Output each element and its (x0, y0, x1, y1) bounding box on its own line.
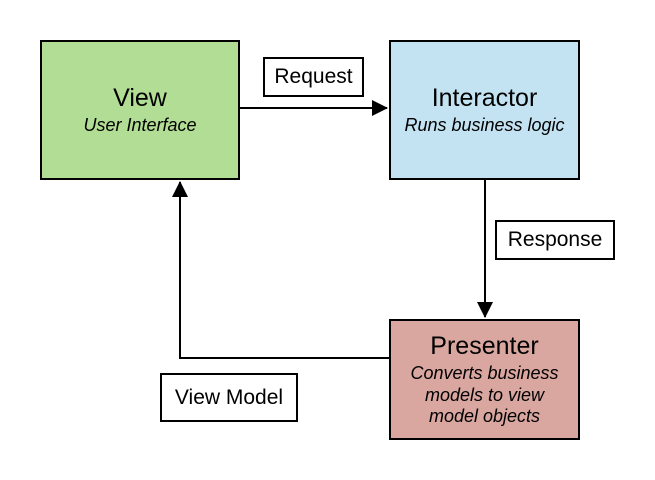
presenter-node-subtitle: Converts business models to view model o… (410, 363, 559, 427)
request-edge-label: Request (263, 57, 364, 97)
view-node: View User Interface (40, 40, 240, 180)
view-model-edge-label: View Model (160, 373, 298, 422)
interactor-node: Interactor Runs business logic (389, 40, 580, 180)
interactor-node-subtitle: Runs business logic (404, 115, 565, 136)
presenter-node: Presenter Converts business models to vi… (389, 319, 580, 440)
presenter-node-title: Presenter (430, 332, 539, 361)
view-node-subtitle: User Interface (83, 115, 197, 136)
interactor-node-title: Interactor (431, 84, 538, 113)
view-model-arrow (172, 181, 389, 359)
view-node-title: View (113, 84, 167, 113)
response-edge-label: Response (495, 220, 615, 260)
